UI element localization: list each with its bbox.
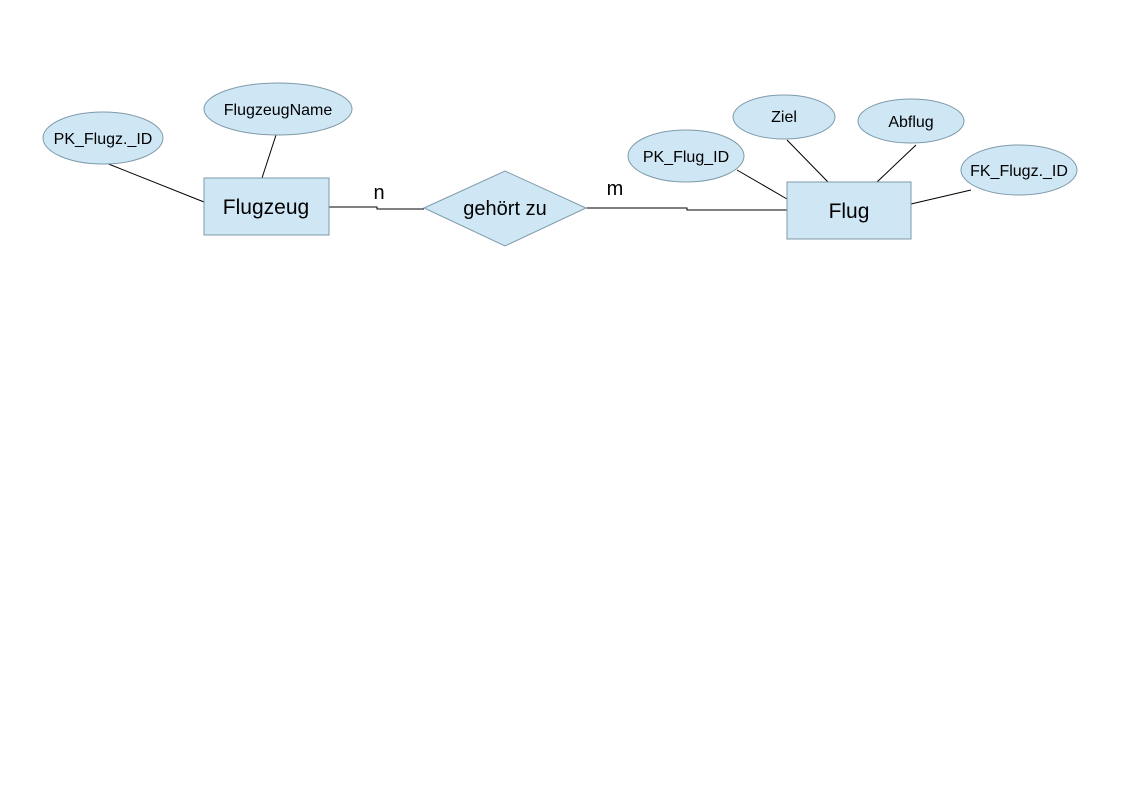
entity-label: Flug xyxy=(829,200,870,223)
edge-abflug xyxy=(876,144,917,183)
edge-flugzeugname xyxy=(261,134,277,179)
attribute-fk-flugz-id: FK_Flugz._ID xyxy=(960,144,1078,196)
attribute-pk-flugz-id: PK_Flugz._ID xyxy=(42,111,164,165)
attribute-abflug: Abflug xyxy=(857,98,965,144)
edge-relationship-flug xyxy=(586,207,787,211)
entity-flug: Flug xyxy=(786,181,912,240)
edge-fk-flugz-id xyxy=(910,189,972,205)
attribute-label: FlugzeugName xyxy=(224,102,333,119)
attribute-label: FK_Flugz._ID xyxy=(970,163,1068,180)
entity-label: Flugzeug xyxy=(223,196,309,219)
attribute-pk-flug-id: PK_Flug_ID xyxy=(627,129,745,183)
entity-flugzeug: Flugzeug xyxy=(203,177,330,236)
cardinality-m: m xyxy=(607,178,624,200)
relationship-gehoert-zu: gehört zu xyxy=(422,170,588,247)
edge-flugzeug-relationship xyxy=(329,206,424,210)
edge-ziel xyxy=(786,139,829,183)
attribute-label: PK_Flug_ID xyxy=(643,149,729,166)
attribute-label: PK_Flugz._ID xyxy=(54,131,153,148)
edge-pk-flugz-id xyxy=(105,162,205,203)
attribute-label: Ziel xyxy=(771,109,797,126)
attribute-flugzeugname: FlugzeugName xyxy=(203,82,353,136)
relationship-label: gehört zu xyxy=(463,198,546,220)
cardinality-n: n xyxy=(373,182,384,204)
attribute-ziel: Ziel xyxy=(732,94,836,140)
attribute-label: Abflug xyxy=(888,114,933,131)
edge-pk-flug-id xyxy=(736,169,788,200)
